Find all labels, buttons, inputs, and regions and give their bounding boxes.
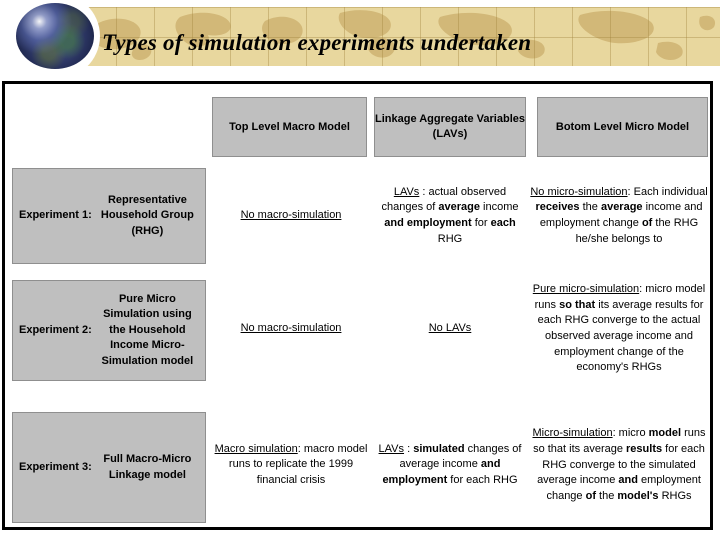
cell-exp1-lavs: LAVs : actual observed changes of averag… [381,185,519,245]
cell-exp2-micro: Pure micro-simulation: micro model runs … [532,283,706,374]
experiment-2-box: Experiment 2: Pure Micro Simulation usin… [12,280,206,381]
column-header-macro-model: Top Level Macro Model [212,97,367,157]
cell-exp3-lavs: LAVs : simulated changes of average inco… [378,442,522,486]
cell-exp3-micro: Micro-simulation: micro model runs so th… [532,427,706,502]
column-header-lavs: Linkage Aggregate Variables (LAVs) [374,97,526,157]
slide-title: Types of simulation experiments undertak… [102,30,532,55]
experiment-3-label: Experiment 3: [19,460,92,473]
cell-exp1-macro: No macro-simulation [240,209,342,222]
header-banner [40,7,720,66]
experiment-1-label: Experiment 1: [19,209,92,222]
world-map-icon [90,10,716,61]
experiment-3-box: Experiment 3: Full Macro-Micro Linkage m… [12,412,206,523]
cell-exp1-micro: No micro-simulation: Each individual rec… [530,185,708,245]
experiment-1-box: Experiment 1: Representative Household G… [12,168,206,264]
globe-icon [16,3,94,69]
banner-grid [40,7,720,66]
cell-exp2-lavs: No LAVs [428,322,472,335]
column-header-micro-model: Botom Level Micro Model [537,97,708,157]
table-area: Top Level Macro Model Linkage Aggregate … [2,81,713,530]
experiment-1-model: Representative Household Group (RHG) [100,193,194,237]
cell-exp3-macro: Macro simulation: macro model runs to re… [214,442,368,486]
cell-exp2-macro: No macro-simulation [240,322,342,335]
experiment-2-model: Pure Micro Simulation using the Househol… [101,293,194,367]
experiment-2-label: Experiment 2: [19,323,92,336]
experiment-3-model: Full Macro-Micro Linkage model [103,453,192,481]
